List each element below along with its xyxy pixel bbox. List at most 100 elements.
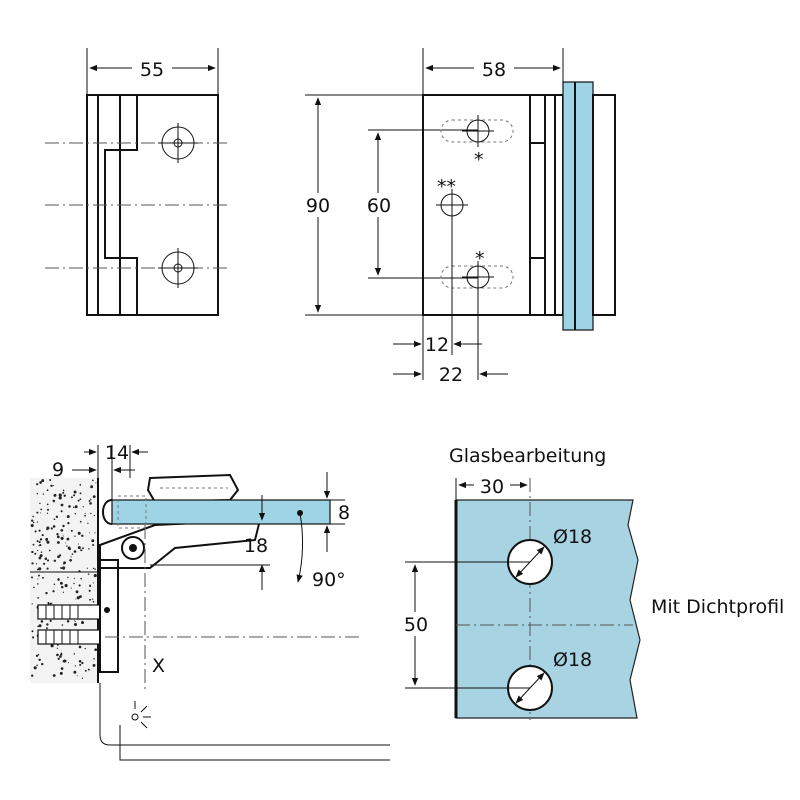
seal-outline [117,495,147,529]
dim-label-bg [400,612,434,636]
concrete-speck [52,674,56,677]
concrete-speck [93,657,95,660]
concrete-speck [46,503,49,506]
concrete-speck [92,567,95,570]
concrete-speck [35,654,39,657]
concrete-speck [87,522,89,524]
dim-label-14: 14 [105,442,129,464]
concrete-speck [34,530,37,533]
slot-hole-top [440,115,514,147]
concrete-speck [31,519,34,522]
concrete-speck [90,485,94,489]
concrete-speck [36,521,39,523]
dim-label-bg [362,193,396,217]
concrete-speck [78,660,82,663]
view-clamp-side: 58 90 60 [302,48,616,386]
concrete-speck [60,528,64,532]
concrete-speck [37,549,39,552]
concrete-speck [52,484,54,487]
concrete-speck [39,554,43,558]
concrete-speck [38,658,41,662]
concrete-speck [91,539,95,543]
concrete-speck [63,561,66,565]
concrete-speck [39,538,43,541]
concrete-speck [92,495,96,499]
concrete-speck [47,603,50,605]
concrete-speck [73,490,77,494]
view-glass-processing: Glasbearbeitung 30 Ø18 Ø18 50 Mit Dichtp… [400,445,784,720]
concrete-speck [60,503,64,507]
concrete-speck [74,620,76,622]
concrete-speck [40,512,42,514]
concrete-speck [37,578,39,580]
concrete-speck [49,479,52,481]
concrete-speck [51,602,53,604]
concrete-speck [77,499,80,502]
concrete-speck [60,585,64,589]
concrete-speck [74,505,78,509]
floor-outline-inner [99,683,390,746]
concrete-speck [75,620,77,622]
wall-concrete [30,478,98,683]
concrete-speck [38,574,40,577]
label-hole-bottom-diameter: Ø18 [553,649,592,671]
concrete-speck [73,506,75,508]
concrete-speck [57,578,60,581]
concrete-speck [34,552,37,555]
concrete-speck [76,675,78,677]
concrete-speck [75,598,77,600]
concrete-speck [42,562,46,565]
concrete-speck [92,663,96,667]
concrete-speck [84,514,86,517]
dim-label-50: 50 [404,614,428,636]
concrete-speck [39,481,42,484]
concrete-speck [75,590,79,594]
concrete-speck [36,568,39,571]
concrete-speck [76,596,80,600]
concrete-speck [52,499,56,503]
concrete-speck [46,512,49,514]
concrete-speck [36,493,38,495]
concrete-speck [79,492,82,495]
concrete-speck [62,524,65,528]
concrete-speck [79,484,82,486]
concrete-speck [32,543,35,546]
screw-hole-bottom [158,248,198,288]
concrete-speck [56,653,59,657]
concrete-speck [41,662,44,666]
dim-label-60: 60 [367,195,391,217]
concrete-speck [88,548,90,550]
concrete-speck [61,567,63,570]
concrete-speck [33,666,37,670]
dim-label-22: 22 [439,364,463,386]
concrete-speck [84,513,86,515]
concrete-speck [45,557,47,559]
hinge-arm [99,518,262,569]
dim-label-55: 55 [140,59,164,81]
concrete-speck [73,653,76,655]
concrete-speck [90,512,92,515]
concrete-speck [91,479,94,482]
concrete-speck [50,527,53,530]
concrete-speck [82,506,84,508]
label-hole-top-diameter: Ø18 [553,526,592,548]
concrete-speck [78,584,81,587]
concrete-speck [65,542,67,544]
concrete-speck [94,648,98,652]
concrete-speck [39,502,41,505]
concrete-speck [48,549,51,552]
concrete-speck [81,677,84,679]
concrete-speck [87,668,90,671]
concrete-speck [77,546,81,550]
glass-panel-front [455,499,641,719]
concrete-speck [38,541,41,544]
concrete-speck [64,584,68,588]
concrete-speck [53,518,56,521]
concrete-speck [73,670,77,674]
concrete-speck [42,493,44,495]
concrete-speck [31,630,34,633]
plate-step-profile [104,94,138,315]
concrete-speck [30,523,34,528]
concrete-speck [74,512,77,515]
dim-label-58: 58 [482,59,506,81]
